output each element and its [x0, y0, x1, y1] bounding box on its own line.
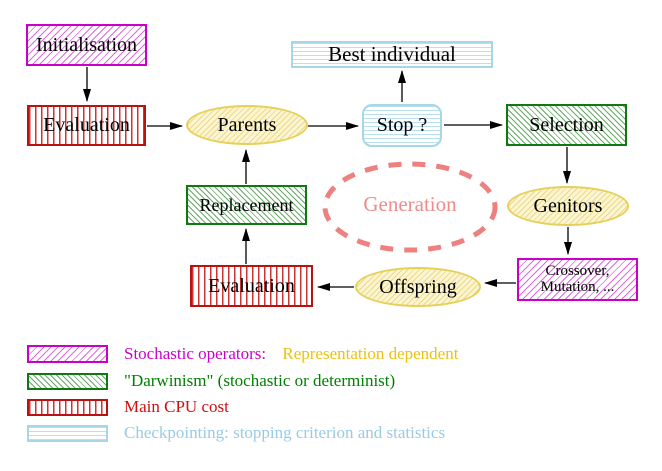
- legend-row-stochastic-operators: Stochastic operators: Representation dep…: [27, 344, 458, 364]
- node-best-individual-label: Best individual: [328, 42, 456, 67]
- generation-dashed-ellipse: [322, 161, 498, 253]
- node-evaluation-bottom-label: Evaluation: [208, 274, 295, 297]
- node-selection-label: Selection: [529, 113, 604, 136]
- node-offspring: Offspring: [355, 267, 481, 307]
- node-evaluation-top-label: Evaluation: [43, 114, 130, 136]
- crossover-line2: Mutation, ...: [540, 278, 615, 295]
- legend-row-darwinism: "Darwinism" (stochastic or determinist): [27, 371, 395, 391]
- node-stop-label: Stop ?: [376, 114, 428, 136]
- legend-swatch-red-stripes: [27, 398, 108, 416]
- node-selection: Selection: [506, 104, 627, 146]
- legend-label-stochastic: Stochastic operators: Representation dep…: [124, 344, 458, 364]
- legend-label-main-cpu-cost: Main CPU cost: [124, 397, 229, 416]
- legend-row-main-cpu-cost: Main CPU cost: [27, 397, 229, 417]
- legend-label-checkpointing: Checkpointing: stopping criterion and st…: [124, 423, 446, 442]
- generation-label: Generation: [363, 192, 457, 216]
- node-replacement-label: Replacement: [199, 194, 294, 215]
- legend-label-darwinism: "Darwinism" (stochastic or determinist): [124, 371, 396, 390]
- node-parents-label: Parents: [217, 113, 277, 136]
- legend-label-stochastic-main: Stochastic operators:: [124, 344, 267, 363]
- node-offspring-label: Offspring: [379, 275, 457, 298]
- node-initialisation-label: Initialisation: [35, 33, 138, 56]
- legend-swatch-magenta-hatch: [27, 345, 108, 363]
- node-initialisation: Initialisation: [26, 24, 147, 66]
- node-replacement: Replacement: [186, 185, 307, 225]
- node-crossover-mutation: Crossover, Mutation, ...: [517, 258, 638, 301]
- node-stop: Stop ?: [362, 104, 442, 147]
- node-evaluation-top: Evaluation: [27, 105, 146, 146]
- node-genitors: Genitors: [507, 186, 629, 226]
- legend-row-checkpointing: Checkpointing: stopping criterion and st…: [27, 423, 445, 443]
- node-best-individual: Best individual: [291, 41, 493, 68]
- node-evaluation-bottom: Evaluation: [190, 265, 313, 307]
- legend-swatch-cyan-stripes: [27, 424, 108, 442]
- legend-swatch-green-hatch: [27, 372, 108, 390]
- crossover-line1: Crossover,: [545, 262, 610, 279]
- node-genitors-label: Genitors: [533, 194, 603, 217]
- legend-label-representation-dependent: Representation dependent: [282, 344, 459, 363]
- node-parents: Parents: [186, 105, 308, 145]
- node-crossover-mutation-label: Crossover, Mutation, ...: [540, 262, 615, 296]
